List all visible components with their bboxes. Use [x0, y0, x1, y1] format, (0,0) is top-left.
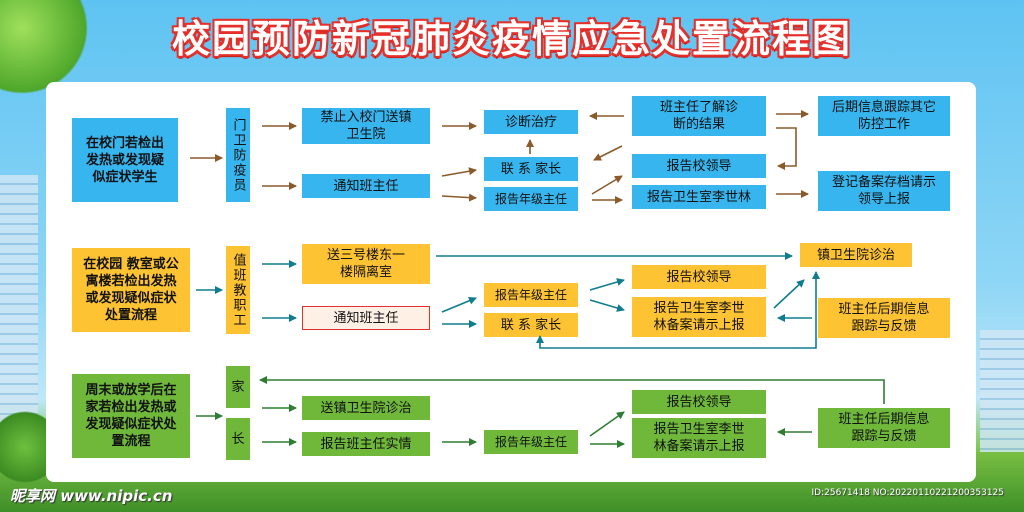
row2-feedback-box: 班主任后期信息跟踪与反馈 [818, 298, 950, 338]
row1-follow-box: 后期信息跟踪其它防控工作 [818, 96, 950, 136]
row2-start-box: 在校园 教室或公寓楼若检出发热或发现疑似症状处置流程 [72, 248, 190, 332]
row2-report-leader-box: 报告校领导 [632, 265, 766, 289]
watermark-right: ID:25671418 NO:20220110221200353125 [811, 488, 1005, 498]
row2-report-grade-box: 报告年级主任 [484, 283, 578, 307]
row1-action1-box: 禁止入校门送镇卫生院 [302, 108, 430, 144]
row1-diagnose-box: 诊断治疗 [484, 110, 578, 134]
row1-register-box: 登记备案存档请示领导上报 [818, 171, 950, 211]
row3-action1-box: 送镇卫生院诊治 [302, 396, 430, 420]
row3-start-box: 周末或放学后在家若检出发热或发现疑似症状处置流程 [72, 374, 190, 458]
row3-report-clinic-box: 报告卫生室李世林备案请示上报 [632, 418, 766, 458]
row3-report-leader-box: 报告校领导 [632, 390, 766, 414]
row2-contact-box: 联 系 家长 [484, 313, 578, 337]
row2-town-clinic-box: 镇卫生院诊治 [800, 243, 912, 267]
page-title: 校园预防新冠肺炎疫情应急处置流程图 [171, 17, 852, 61]
watermark-left: 昵享网 www.nipic.cn [10, 487, 173, 505]
row3-action2-box: 报告班主任实情 [302, 432, 430, 456]
row2-report-clinic-box: 报告卫生室李世林备案请示上报 [632, 297, 766, 337]
row2-action2-box: 通知班主任 [302, 306, 430, 330]
row1-report-leader-box: 报告校领导 [632, 154, 766, 178]
row3-actor-top-box: 家 [226, 366, 250, 408]
row3-actor-bottom-box: 长 [226, 418, 250, 460]
row2-action1-box: 送三号楼东一楼隔离室 [302, 244, 430, 284]
row1-action2-box: 通知班主任 [302, 174, 430, 198]
row1-report-clinic-box: 报告卫生室李世林 [632, 185, 766, 209]
row1-understand-box: 班主任了解诊断的结果 [632, 96, 766, 136]
row3-feedback-box: 班主任后期信息跟踪与反馈 [818, 408, 950, 448]
building-right-decoration [980, 330, 1024, 460]
row1-report-grade-box: 报告年级主任 [484, 187, 578, 211]
row1-actor-box: 门卫防疫员 [226, 108, 250, 202]
row1-start-box: 在校门若检出发热或发现疑似症状学生 [72, 118, 178, 202]
row2-actor-box: 值班教职工 [226, 246, 250, 334]
row3-report-grade-box: 报告年级主任 [484, 430, 578, 454]
row1-contact-box: 联 系 家长 [484, 157, 578, 181]
